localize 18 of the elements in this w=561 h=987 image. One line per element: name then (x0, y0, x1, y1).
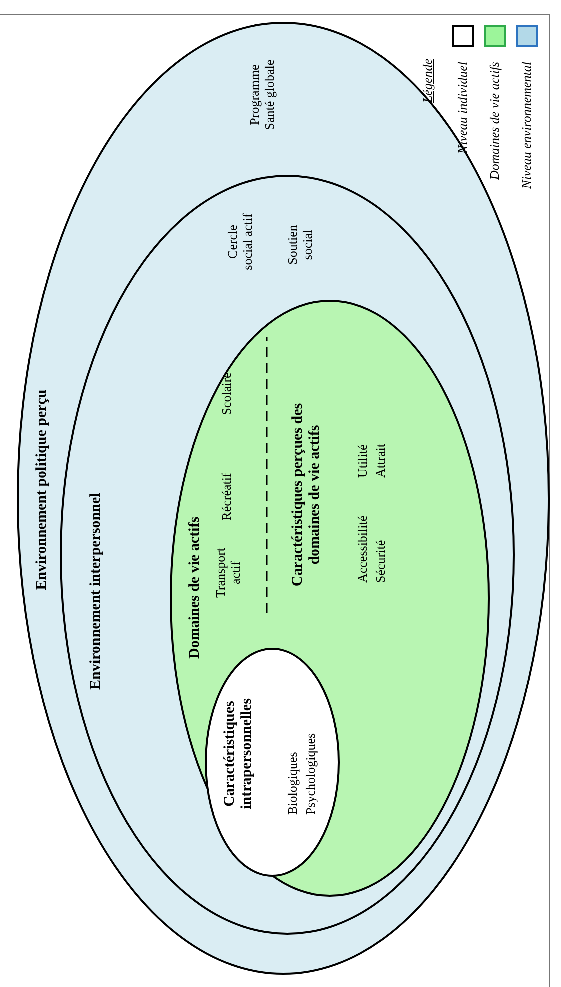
item-text: Attrait (374, 443, 389, 478)
item-text: Soutien social (286, 224, 316, 267)
region-heading: Domaines de vie actifs (187, 516, 204, 659)
item-text: Utilité (356, 444, 371, 478)
item-text: Cercle social actif (226, 212, 256, 272)
item-text: Scolaire (220, 372, 235, 418)
item-text: Transport actif (214, 546, 244, 600)
region-heading: Environnement politique perçu (34, 388, 51, 592)
item-text: Programme Santé globale (248, 58, 278, 132)
item-text: Psychologiques (304, 732, 319, 815)
item-text: Biologiques (286, 751, 301, 815)
legend-heading: Légende (419, 59, 436, 106)
region-heading: Environnement interpersonnel (88, 492, 105, 690)
region-heading: Caractéristiques intrapersonnelles (222, 698, 256, 812)
region-heading: Caractéristiques perçues des domaines de vie actifs (290, 403, 324, 587)
legend-text: Niveau environnemental (518, 62, 536, 189)
item-text: Récréatif (220, 472, 235, 523)
legend-text: Domaines de vie actifs (486, 62, 504, 180)
